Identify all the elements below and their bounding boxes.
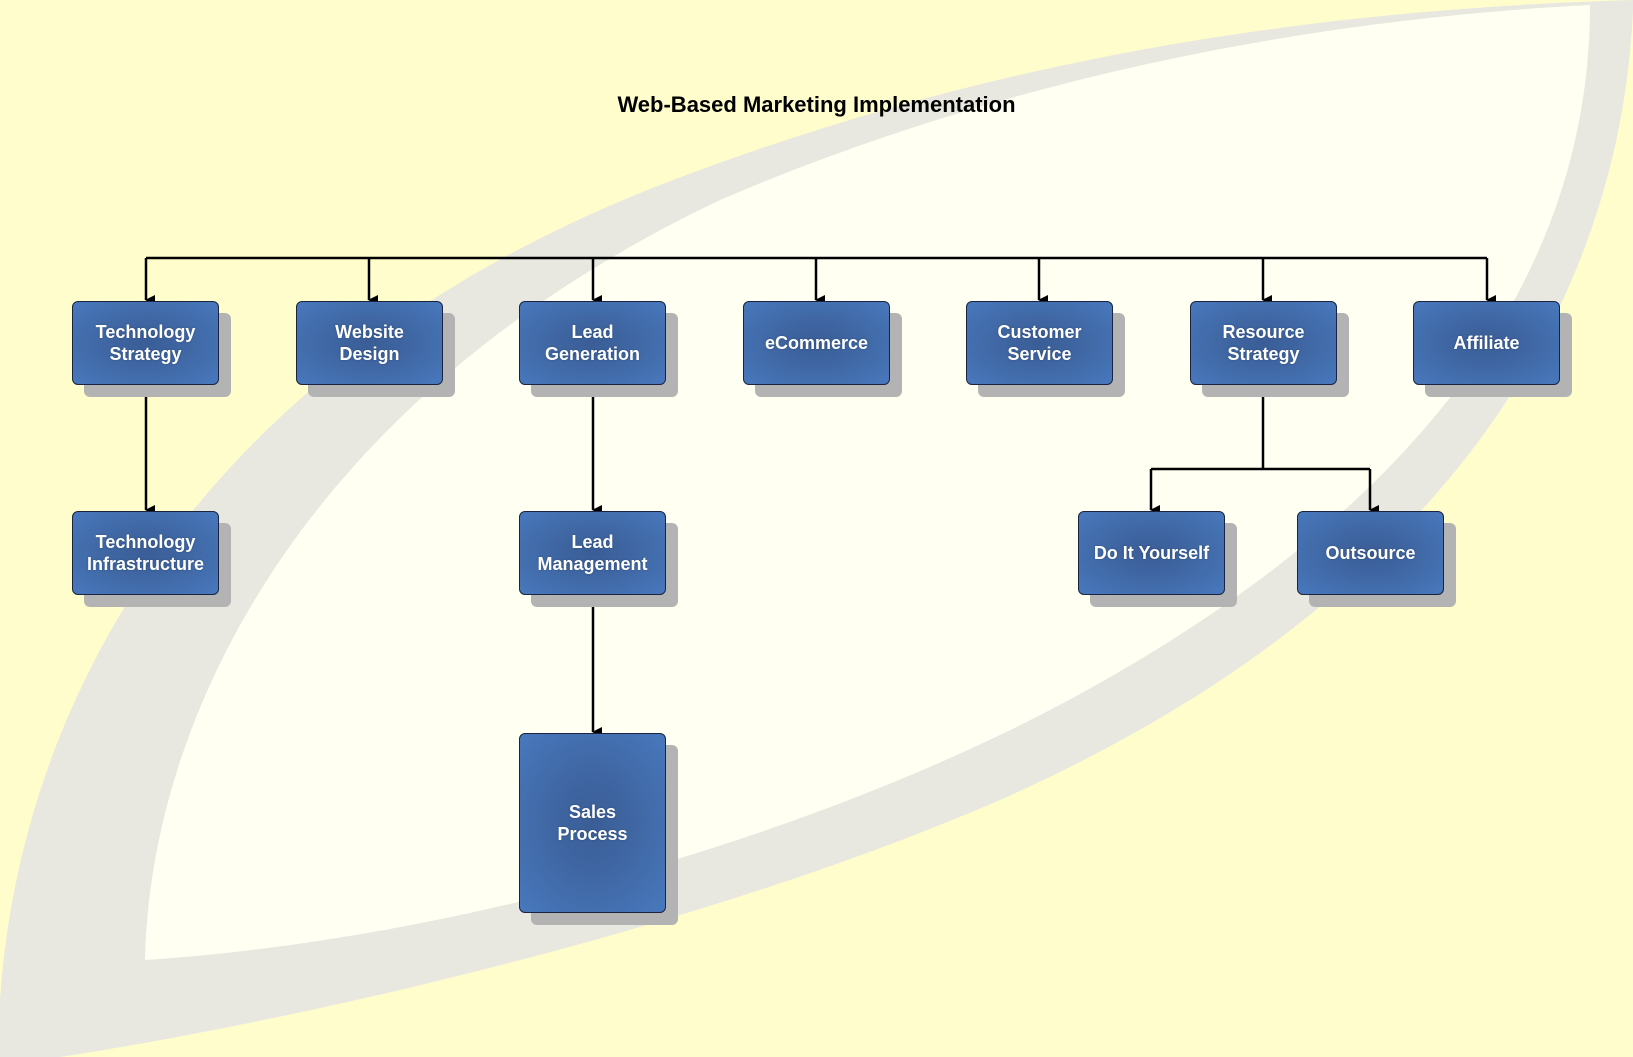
node-label: Technology Infrastructure: [86, 532, 205, 574]
node-resource-strategy[interactable]: Resource Strategy: [1190, 301, 1349, 397]
node-label: Customer Service: [997, 322, 1082, 364]
node-lead-management[interactable]: Lead Management: [519, 511, 678, 607]
node-label: Website Design: [335, 322, 404, 364]
node-technology-infrastructure[interactable]: Technology Infrastructure: [72, 511, 231, 607]
node-label: Sales Process: [557, 802, 628, 844]
node-box[interactable]: Customer Service: [966, 301, 1113, 385]
node-label: Affiliate: [1453, 333, 1520, 353]
node-affiliate[interactable]: Affiliate: [1413, 301, 1572, 397]
node-box[interactable]: Do It Yourself: [1078, 511, 1225, 595]
node-box[interactable]: Affiliate: [1413, 301, 1560, 385]
node-box[interactable]: Website Design: [296, 301, 443, 385]
node-do-it-yourself[interactable]: Do It Yourself: [1078, 511, 1237, 607]
node-lead-generation[interactable]: Lead Generation: [519, 301, 678, 397]
node-box[interactable]: eCommerce: [743, 301, 890, 385]
node-box[interactable]: Lead Management: [519, 511, 666, 595]
node-box[interactable]: Lead Generation: [519, 301, 666, 385]
node-box[interactable]: Sales Process: [519, 733, 666, 913]
node-website-design[interactable]: Website Design: [296, 301, 455, 397]
node-outsource[interactable]: Outsource: [1297, 511, 1456, 607]
node-ecommerce[interactable]: eCommerce: [743, 301, 902, 397]
node-sales-process[interactable]: Sales Process: [519, 733, 678, 925]
node-label: Outsource: [1325, 543, 1416, 563]
node-label: Lead Management: [537, 532, 648, 574]
node-box[interactable]: Technology Strategy: [72, 301, 219, 385]
node-customer-service[interactable]: Customer Service: [966, 301, 1125, 397]
node-label: Lead Generation: [544, 322, 641, 364]
diagram-title: Web-Based Marketing Implementation: [617, 92, 1016, 117]
node-label: Do It Yourself: [1093, 543, 1210, 563]
node-box[interactable]: Resource Strategy: [1190, 301, 1337, 385]
node-technology-strategy[interactable]: Technology Strategy: [72, 301, 231, 397]
node-box[interactable]: Outsource: [1297, 511, 1444, 595]
node-box[interactable]: Technology Infrastructure: [72, 511, 219, 595]
node-label: Resource Strategy: [1222, 322, 1305, 364]
node-label: eCommerce: [764, 333, 869, 353]
node-label: Technology Strategy: [95, 322, 196, 364]
